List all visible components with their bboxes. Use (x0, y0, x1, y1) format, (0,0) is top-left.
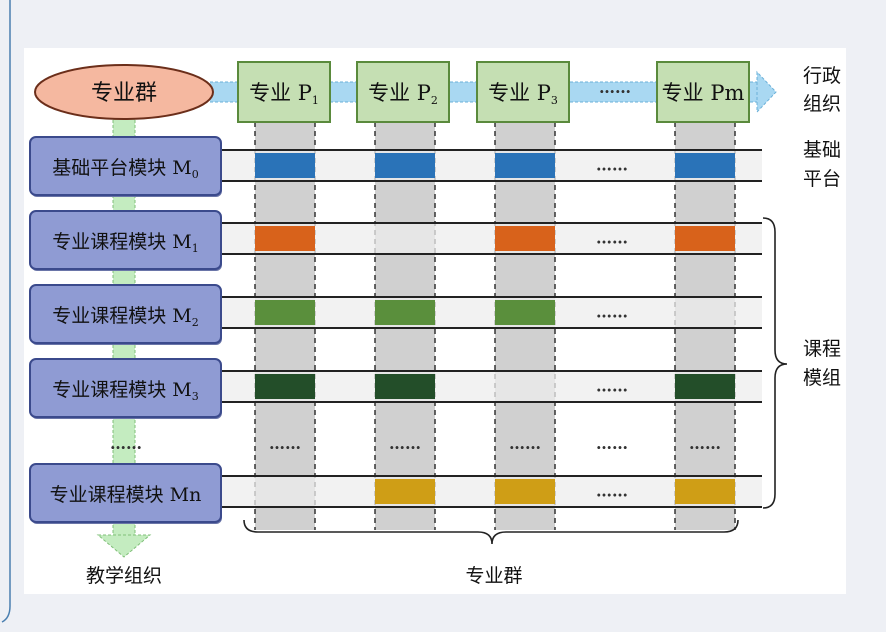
major-group-bottom-label: 专业群 (465, 565, 522, 587)
row-ellipses: …… …… …… …… …… …… …… …… …… …… (269, 156, 721, 501)
cell-m2-p1 (255, 300, 315, 325)
row-ellipsis: …… (596, 303, 628, 322)
row-band-m4 (222, 476, 762, 507)
cell-m1-p1 (255, 226, 315, 251)
major-box-bg (237, 61, 331, 123)
major-box-label: 专业 P2 (368, 81, 438, 107)
major-box-p1: 专业 P1 (237, 61, 331, 123)
module-box-bg (29, 284, 222, 344)
major-box-bg (356, 61, 450, 123)
cell-m0-p4 (675, 153, 735, 178)
major-boxes: 专业 P1 专业 P2 专业 P3 专业 Pm (237, 61, 750, 123)
course-module-label-line2: 模组 (803, 367, 841, 389)
cell-m3-p1 (255, 374, 315, 399)
right-labels: 行政 组织 基础 平台 课程 模组 (803, 65, 841, 389)
cell-m1-p4 (675, 226, 735, 251)
cell-m2-p3 (495, 300, 555, 325)
major-group-brace (243, 519, 739, 545)
cell-m2-p2 (375, 300, 435, 325)
major-box-p2: 专业 P2 (356, 61, 450, 123)
module-box-bg (29, 136, 222, 196)
major-group-oval: 专业群 (34, 64, 214, 120)
base-platform-label-line1: 基础 (803, 139, 841, 161)
admin-org-label-line1: 行政 (803, 65, 841, 87)
major-group-oval-label: 专业群 (91, 81, 157, 106)
module-box-m3: 专业课程模块 M3 (29, 358, 222, 419)
module-box-bg (29, 210, 222, 270)
module-box-m4: 专业课程模块 Mn (29, 463, 222, 524)
cell-m4-p3 (495, 479, 555, 504)
major-box-bg (656, 61, 750, 123)
row-ellipsis: …… (596, 156, 628, 175)
gap-ellipsis: …… (689, 434, 721, 453)
module-box-m1: 专业课程模块 M1 (29, 210, 222, 271)
module-box-m2: 专业课程模块 M2 (29, 284, 222, 345)
module-box-label: 专业课程模块 M1 (52, 231, 199, 255)
frame-corner (1, 605, 11, 623)
module-box-bg (29, 358, 222, 418)
module-box-label: 专业课程模块 M2 (52, 305, 199, 329)
cell-m1-p3 (495, 226, 555, 251)
module-cells (255, 153, 735, 504)
cell-m3-p4 (675, 374, 735, 399)
cell-m4-p2 (375, 479, 435, 504)
major-box-label: 专业 Pm (662, 81, 745, 105)
gap-ellipsis: …… (596, 434, 628, 453)
major-box-label: 专业 P1 (249, 81, 319, 107)
major-box-bg (476, 61, 570, 123)
module-box-m0: 基础平台模块 M0 (29, 136, 222, 197)
cell-m0-p2 (375, 153, 435, 178)
gap-ellipsis: …… (509, 434, 541, 453)
gap-ellipsis: …… (389, 434, 421, 453)
row-ellipsis: …… (596, 377, 628, 396)
teaching-org-label: 教学组织 (86, 565, 162, 587)
modules-ellipsis: …… (110, 434, 142, 453)
module-box-label: 基础平台模块 M0 (52, 157, 199, 181)
module-box-bg (29, 463, 222, 523)
cell-m0-p3 (495, 153, 555, 178)
gap-ellipsis: …… (269, 434, 301, 453)
module-box-label: 专业课程模块 Mn (50, 484, 202, 506)
row-ellipsis: …… (596, 482, 628, 501)
major-box-label: 专业 P3 (488, 81, 558, 107)
cell-m3-p2 (375, 374, 435, 399)
course-module-label-line1: 课程 (803, 338, 841, 360)
admin-org-label-line2: 组织 (803, 93, 841, 115)
majors-ellipsis: …… (599, 78, 631, 97)
cell-m4-p4 (675, 479, 735, 504)
major-box-p3: 专业 P3 (476, 61, 570, 123)
module-boxes: 基础平台模块 M0 专业课程模块 M1 专业课程模块 M2 专业课程模块 M3 专业课程… (29, 136, 222, 524)
base-platform-label-line2: 平台 (803, 168, 841, 190)
major-box-p4: 专业 Pm (656, 61, 750, 123)
module-box-label: 专业课程模块 M3 (52, 379, 199, 403)
course-module-brace (762, 217, 788, 509)
row-ellipsis: …… (596, 229, 628, 248)
cell-m0-p1 (255, 153, 315, 178)
